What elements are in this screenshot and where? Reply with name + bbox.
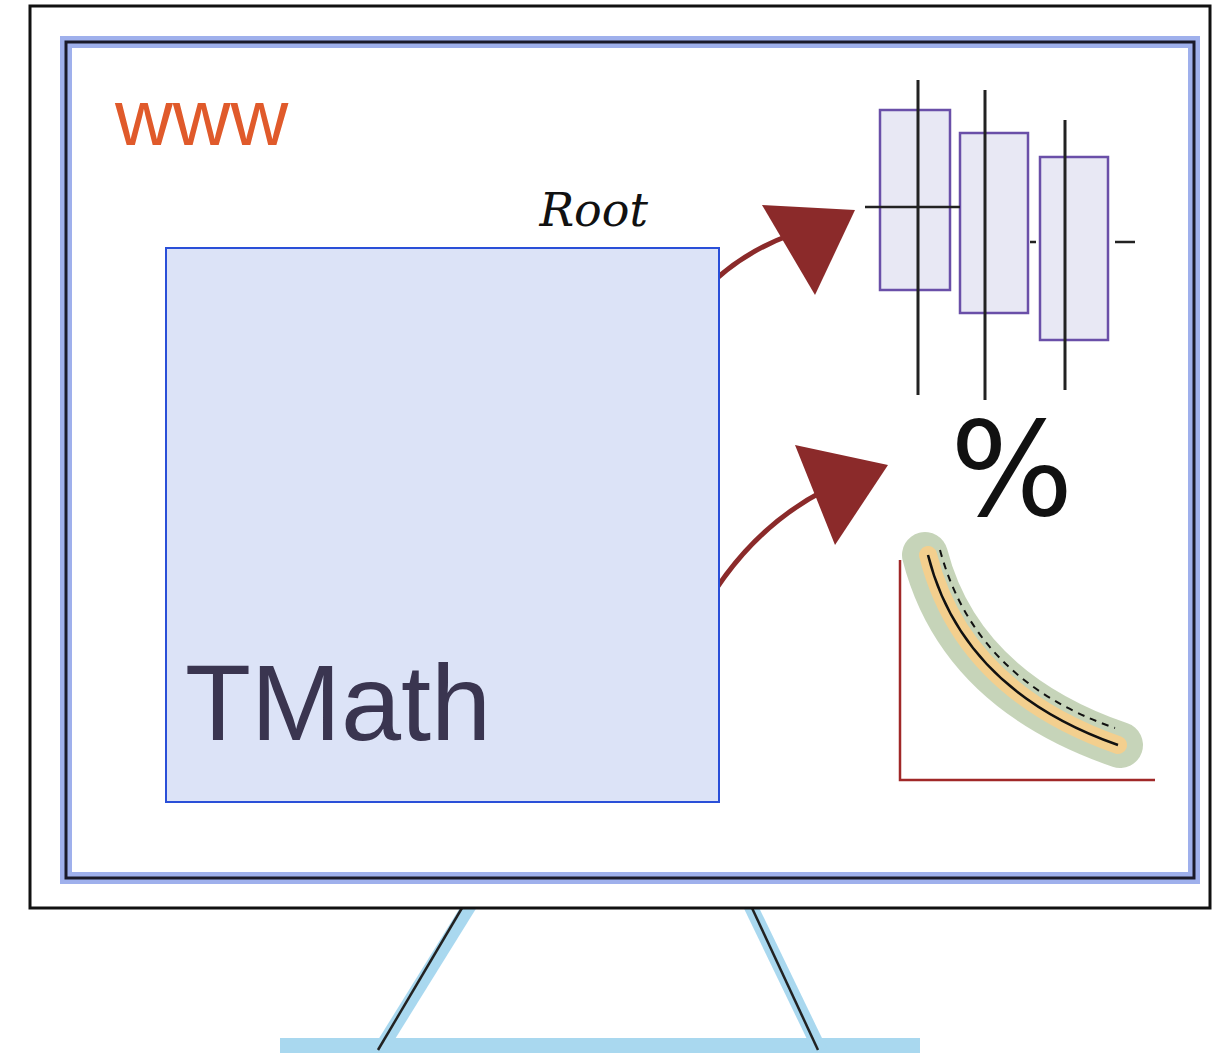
screen-glow <box>66 42 1194 878</box>
box-plot <box>865 80 1135 400</box>
www-label: www <box>115 78 288 158</box>
node-heading: Root <box>539 187 648 233</box>
screen-border <box>66 42 1194 878</box>
node-body-text: TMath <box>185 649 491 757</box>
stand-leg <box>752 908 818 1050</box>
percent-label: % <box>950 405 1074 535</box>
stand-leg-glow <box>380 905 470 1050</box>
stand-leg <box>378 908 462 1050</box>
library-box: RootTMath <box>165 247 720 803</box>
monitor-frame <box>30 6 1210 908</box>
stand-leg-glow <box>750 905 820 1050</box>
curve-chart <box>900 550 1155 780</box>
